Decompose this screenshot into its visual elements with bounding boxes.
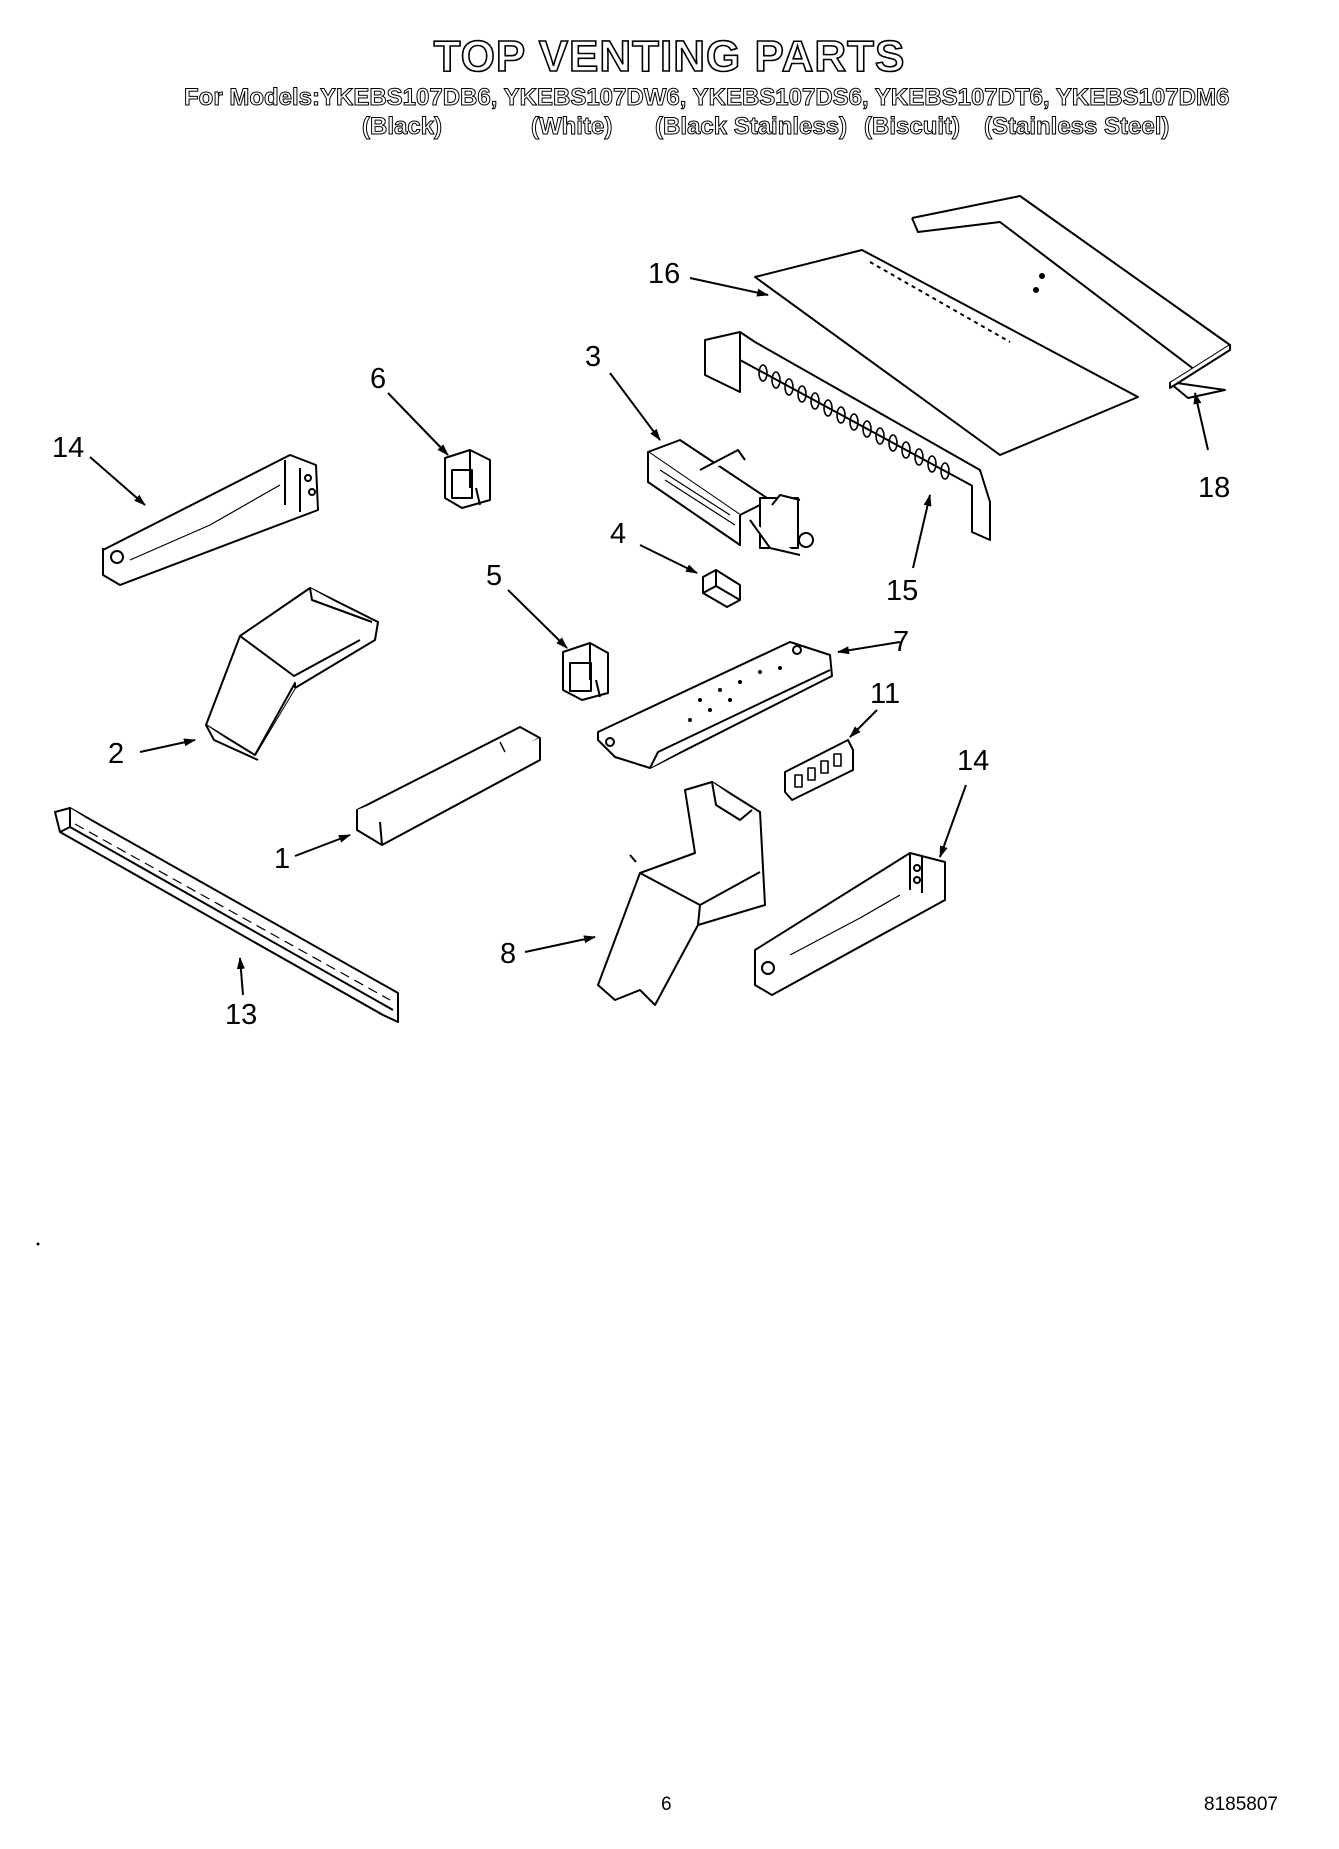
- part-5-switch: [562, 642, 609, 701]
- part-13-trim-strip: [54, 807, 399, 1023]
- document-number: 8185807: [1204, 1794, 1278, 1815]
- part-18-plate: [911, 195, 1231, 399]
- callout-18: 18: [1198, 472, 1230, 504]
- part-1-support-bar: [356, 726, 541, 846]
- finish-biscuit: (Biscuit): [864, 113, 961, 141]
- part-8-lower-duct: [597, 781, 766, 1006]
- part-3-motor-assembly: [647, 439, 814, 556]
- callout-4: 4: [610, 518, 626, 550]
- callout-7: 7: [893, 626, 909, 658]
- callout-14-right: 14: [957, 745, 989, 777]
- finish-white: (White): [530, 113, 613, 141]
- callout-5: 5: [486, 560, 502, 592]
- callout-16: 16: [648, 258, 680, 290]
- part-11-terminal-block: [784, 739, 854, 801]
- part-14-side-bracket-right: [754, 852, 946, 996]
- part-16-top-panel: [754, 249, 1139, 456]
- callout-15: 15: [886, 575, 918, 607]
- page-number: 6: [661, 1794, 672, 1815]
- page-title: TOP VENTING PARTS: [433, 31, 906, 82]
- leader-lines: [89, 277, 1209, 996]
- callout-3: 3: [585, 341, 601, 373]
- callout-6: 6: [370, 363, 386, 395]
- part-4-connector: [702, 569, 741, 608]
- part-6-switch: [444, 449, 491, 509]
- callout-14-left: 14: [52, 432, 84, 464]
- callout-8: 8: [500, 938, 516, 970]
- callout-13: 13: [225, 999, 257, 1031]
- part-15-vent-bracket: [704, 331, 991, 541]
- callout-1: 1: [274, 843, 290, 875]
- callout-2: 2: [108, 738, 124, 770]
- finish-stainless-steel: (Stainless Steel): [983, 113, 1170, 141]
- part-2-duct: [205, 587, 379, 761]
- models-line: For Models:YKEBS107DB6, YKEBS107DW6, YKE…: [183, 84, 1230, 112]
- part-14-side-bracket-left: [102, 454, 319, 586]
- stray-dot: [36, 1242, 40, 1246]
- callout-11: 11: [870, 678, 900, 710]
- finish-black-stainless: (Black Stainless): [654, 113, 848, 141]
- part-7-support-plate: [597, 641, 833, 769]
- finish-black: (Black): [361, 113, 443, 141]
